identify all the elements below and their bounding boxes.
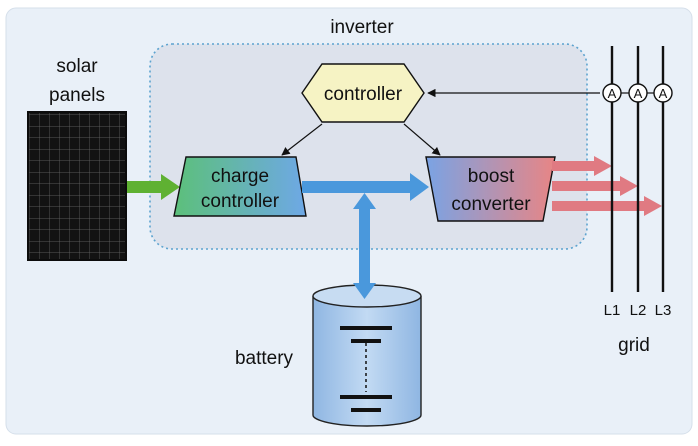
grid-line-label-l3: L3 [655, 302, 672, 319]
ammeter-l2-icon: A [628, 83, 648, 103]
boost-converter-label-line1: boost [468, 166, 515, 187]
grid-line-label-l2: L2 [630, 302, 647, 319]
ammeter-l3-icon: A [653, 83, 673, 103]
boost-converter-label-line2: converter [451, 194, 531, 215]
svg-text:A: A [608, 86, 617, 101]
charge-controller-label-line1: charge [211, 166, 269, 187]
charge-controller-label-line2: controller [201, 191, 280, 212]
grid-line-label-l1: L1 [604, 302, 621, 319]
solar-label-line1: solar [56, 56, 98, 77]
control-arrow-charge [281, 123, 323, 156]
svg-text:A: A [634, 86, 643, 101]
control-arrow-boost [403, 123, 441, 156]
ac-output-arrows [552, 156, 662, 216]
ammeter-l1-icon: A [602, 83, 622, 103]
charge-controller-block [173, 156, 307, 217]
controller-label: controller [324, 84, 403, 105]
dc-flow-arrow [302, 173, 429, 201]
battery-label: battery [235, 348, 294, 369]
solar-label-line2: panels [49, 85, 105, 106]
inverter-title: inverter [330, 17, 394, 38]
solar-panel-icon [27, 111, 127, 261]
pv-flow-arrow [127, 174, 180, 200]
controller-block [301, 63, 425, 123]
boost-converter-block [425, 156, 556, 222]
battery-flow-arrow [353, 193, 376, 299]
grid-label: grid [618, 335, 650, 356]
svg-text:A: A [659, 86, 668, 101]
battery-icon [312, 284, 422, 427]
